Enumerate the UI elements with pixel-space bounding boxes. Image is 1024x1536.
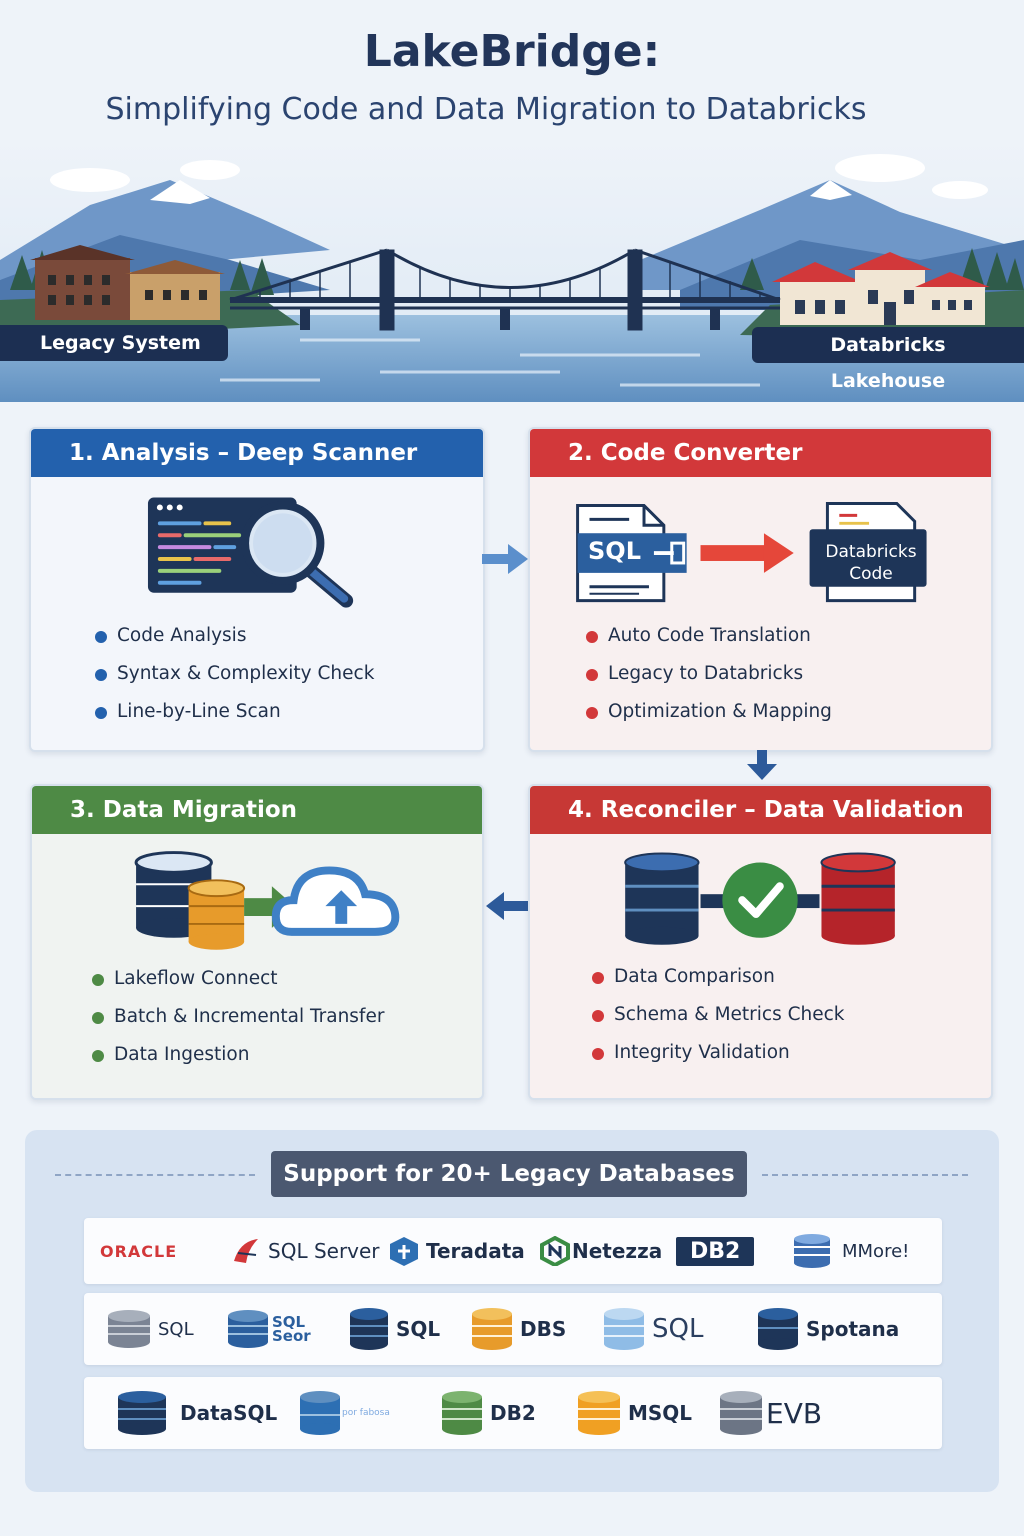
navy-database-icon xyxy=(758,1308,798,1350)
db-dbs: DBS xyxy=(470,1293,566,1365)
sql-label: SQL xyxy=(588,537,641,565)
bullet-batch-incremental: Batch & Incremental Transfer xyxy=(92,998,384,1036)
db-spotana: Spotana xyxy=(756,1293,899,1365)
sql-to-databricks-icon xyxy=(576,501,927,603)
db-sql-1: SQL xyxy=(106,1293,194,1365)
data-validation-check-icon xyxy=(624,852,896,945)
orange-database-icon xyxy=(472,1308,512,1350)
db-sql-server: SQL Server xyxy=(230,1218,380,1284)
blue-database-icon xyxy=(228,1310,268,1348)
db-sql-seor: SQL Seor xyxy=(226,1293,312,1365)
bullet-auto-translation: Auto Code Translation xyxy=(586,617,832,655)
support-banner: Support for 20+ Legacy Databases xyxy=(271,1151,747,1197)
page-subtitle: Simplifying Code and Data Migration to D… xyxy=(105,92,867,127)
databricks-lakehouse-label: Databricks Lakehouse xyxy=(752,327,1024,392)
code-scanner-magnifier-icon xyxy=(147,497,354,608)
bullet-lakeflow-connect: Lakeflow Connect xyxy=(92,960,384,998)
legacy-system-label: Legacy System xyxy=(0,325,228,361)
databricks-code-label: Databricks Code xyxy=(825,542,917,584)
divider-right xyxy=(762,1174,968,1176)
bullet-data-comparison: Data Comparison xyxy=(592,958,845,996)
db-msql: MSQL xyxy=(576,1377,692,1449)
green-database-icon xyxy=(442,1391,482,1435)
bridge-landscape-illustration xyxy=(0,140,1024,402)
arrow-down-icon xyxy=(747,750,777,780)
db-more: MMore! xyxy=(792,1218,909,1284)
db-datasql: DataSQL xyxy=(116,1377,277,1449)
bullet-legacy-to-databricks: Legacy to Databricks xyxy=(586,655,832,693)
light-blue-database-icon xyxy=(604,1308,644,1350)
step-migration-title: 3. Data Migration xyxy=(32,786,482,834)
db-netezza: Netezza xyxy=(540,1218,662,1284)
step-analysis-title: 1. Analysis – Deep Scanner xyxy=(31,429,483,477)
db-sql-3: SQL xyxy=(602,1293,703,1365)
gray-database-icon xyxy=(108,1310,150,1348)
bullet-line-scan: Line-by-Line Scan xyxy=(95,693,374,731)
step-converter-title: 2. Code Converter xyxy=(530,429,991,477)
db2-logo: DB2 xyxy=(676,1236,755,1266)
orange-database-icon xyxy=(578,1391,620,1435)
database-row-3: DataSQL por fabosa DB2 MSQL EVB xyxy=(84,1377,942,1449)
bullet-syntax-complexity: Syntax & Complexity Check xyxy=(95,655,374,693)
database-more-icon xyxy=(794,1234,830,1268)
db-db2: DB2 xyxy=(676,1218,755,1284)
blue-database-icon xyxy=(300,1391,340,1435)
bullet-code-analysis: Code Analysis xyxy=(95,617,374,655)
step-analysis-card: 1. Analysis – Deep Scanner Code Analysis… xyxy=(29,427,485,752)
step-migration-card: 3. Data Migration Lakeflow Connect Batch… xyxy=(30,784,484,1100)
db-db2-green: DB2 xyxy=(440,1377,536,1449)
teradata-icon xyxy=(390,1237,418,1266)
bullet-schema-metrics: Schema & Metrics Check xyxy=(592,996,845,1034)
database-to-cloud-icon xyxy=(134,851,400,950)
bullet-integrity-validation: Integrity Validation xyxy=(592,1034,845,1072)
navy-database-icon xyxy=(350,1308,388,1350)
step-converter-card: 2. Code Converter SQL Databricks Code Au… xyxy=(528,427,993,752)
netezza-icon xyxy=(540,1236,570,1266)
arrow-right-icon xyxy=(482,544,528,574)
database-row-1: ORACLE SQL Server Teradata Netezza DB2 M… xyxy=(84,1218,942,1284)
db-teradata: Teradata xyxy=(388,1218,525,1284)
database-row-2: SQL SQL Seor SQL DBS SQL Spotana xyxy=(84,1293,942,1365)
bullet-data-ingestion: Data Ingestion xyxy=(92,1036,384,1074)
db-por-fabosa: por fabosa xyxy=(298,1377,416,1449)
divider-left xyxy=(55,1174,255,1176)
db-oracle: ORACLE xyxy=(100,1218,177,1284)
step-reconciler-card: 4. Reconciler – Data Validation Data Com… xyxy=(528,784,993,1100)
gray-database-icon xyxy=(720,1391,762,1435)
arrow-left-icon xyxy=(486,892,528,920)
sql-server-icon xyxy=(234,1239,258,1263)
db-evb: EVB xyxy=(718,1377,822,1449)
oracle-logo: ORACLE xyxy=(100,1241,178,1261)
db-sql-2: SQL xyxy=(348,1293,440,1365)
step-reconciler-title: 4. Reconciler – Data Validation xyxy=(530,786,991,834)
navy-database-icon xyxy=(118,1391,166,1435)
bullet-optimization-mapping: Optimization & Mapping xyxy=(586,693,832,731)
page-title: LakeBridge: xyxy=(363,26,661,77)
